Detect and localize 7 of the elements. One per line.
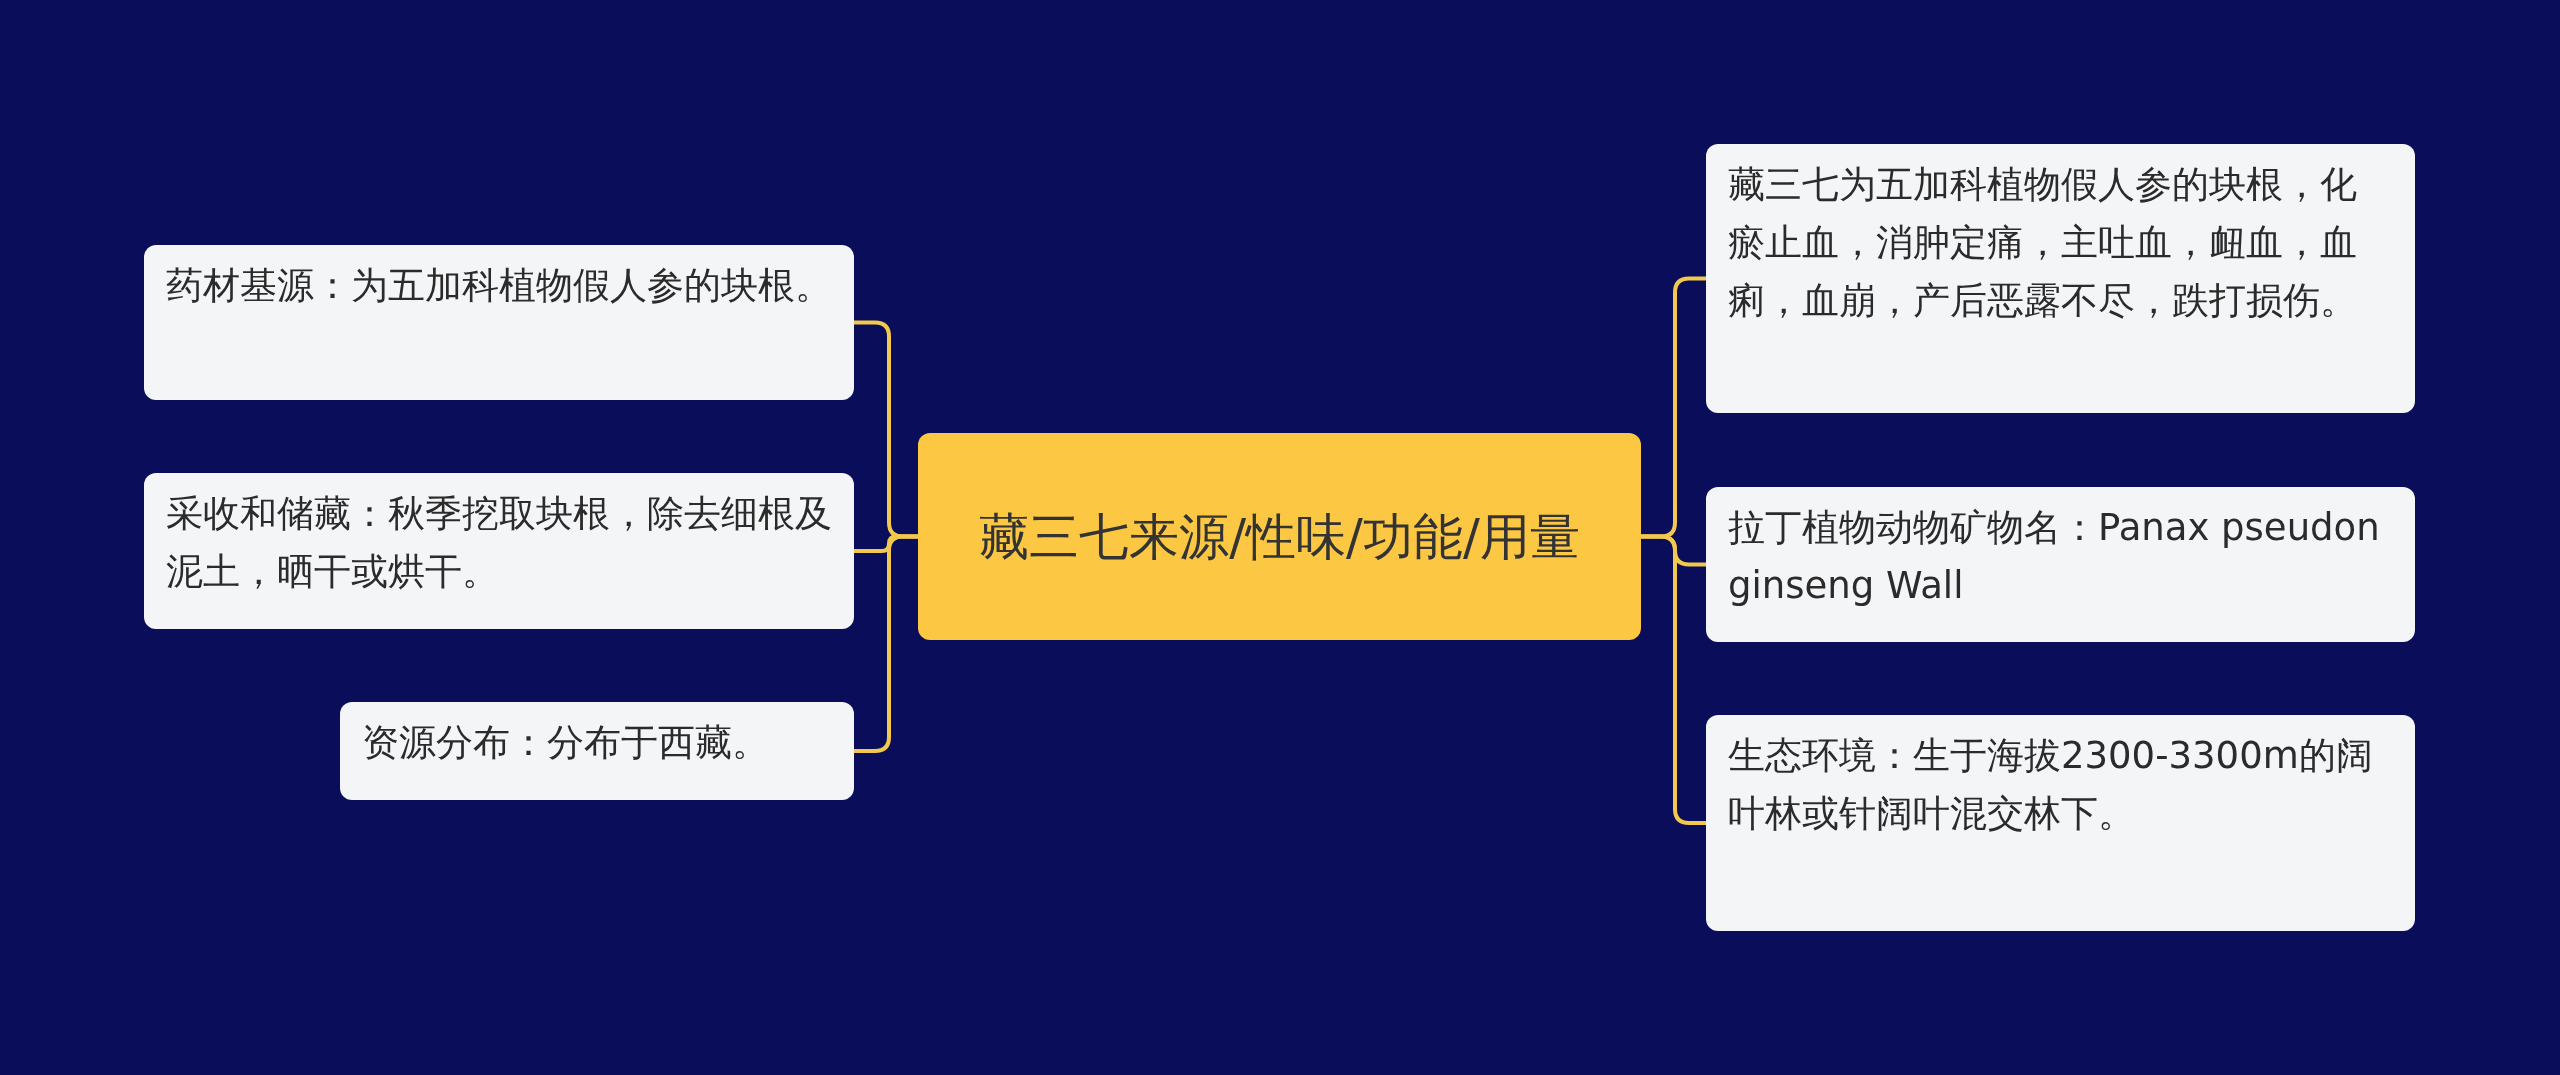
subtopic-box: 生态环境：生于海拔2300-3300m的阔叶林或针阔叶混交林下。 [1706, 715, 2415, 931]
subtopic-box: 拉丁植物动物矿物名：Panax pseudonginseng Wall [1706, 487, 2415, 642]
topic-box: 藏三七来源/性味/功能/用量 [918, 433, 1641, 640]
subtopic-box: 药材基源：为五加科植物假人参的块根。 [144, 245, 854, 400]
subtopic-box: 采收和储藏：秋季挖取块根，除去细根及泥土，晒干或烘干。 [144, 473, 854, 629]
subtopic-box: 藏三七为五加科植物假人参的块根，化瘀止血，消肿定痛，主吐血，衄血，血痢，血崩，产后恶露不尽，跌打损伤。 [1706, 144, 2415, 413]
subtopic-box: 资源分布：分布于西藏。 [340, 702, 854, 800]
